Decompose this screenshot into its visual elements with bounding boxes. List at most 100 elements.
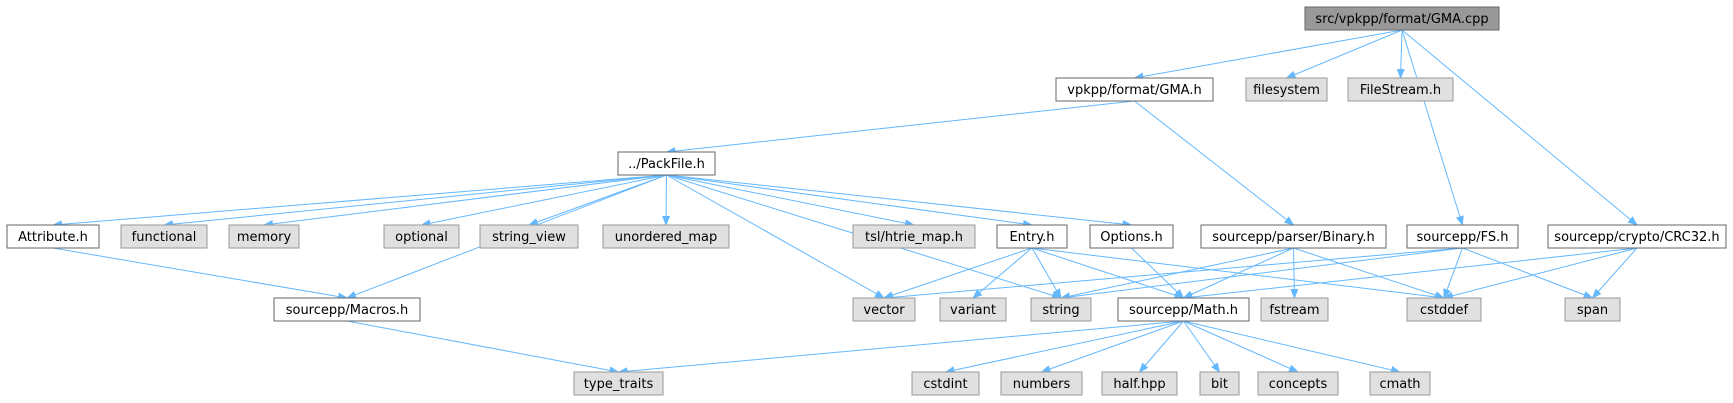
node-label: concepts (1269, 377, 1328, 392)
node-box (1260, 297, 1329, 322)
node-label: functional (132, 230, 197, 245)
node-gma-cpp[interactable]: src/vpkpp/format/GMA.cpp (1304, 6, 1500, 31)
node-cmath: cmath (1369, 371, 1431, 396)
edge-entry_h-to-string (1031, 247, 1062, 299)
node-label: sourcepp/Macros.h (286, 303, 409, 318)
edge-gma_cpp-to-filesystem (1285, 29, 1403, 79)
node-numbers: numbers (1000, 371, 1083, 396)
node-filestream-h: FileStream.h (1347, 77, 1454, 102)
node-box (1347, 77, 1454, 102)
node-label: Entry.h (1009, 230, 1054, 245)
edge-crc32_h-to-span (1591, 247, 1638, 299)
node-box (1369, 371, 1431, 396)
node-math-h[interactable]: sourcepp/Math.h (1117, 297, 1250, 322)
node-label: filesystem (1253, 83, 1320, 98)
node-label: sourcepp/Math.h (1129, 303, 1238, 318)
node-box (479, 224, 579, 249)
node-box (1055, 77, 1214, 102)
node-box (602, 224, 730, 249)
node-label: cmath (1379, 377, 1420, 392)
node-box (1304, 6, 1500, 31)
edge-gma_h-to-packfile_h (665, 100, 1135, 156)
node-attribute-h[interactable]: Attribute.h (6, 224, 100, 249)
node-options-h[interactable]: Options.h (1089, 224, 1174, 249)
edge-gma_h-to-binary_h (1134, 100, 1295, 226)
node-box (383, 224, 460, 249)
node-label: tsl/htrie_map.h (865, 230, 963, 245)
node-label: optional (395, 230, 448, 245)
edge-packfile_h-to-unordered_map (662, 174, 671, 226)
node-gma-h[interactable]: vpkpp/format/GMA.h (1055, 77, 1214, 102)
node-box (1101, 371, 1178, 396)
node-fs-h[interactable]: sourcepp/FS.h (1406, 224, 1519, 249)
node-label: vpkpp/format/GMA.h (1067, 83, 1201, 98)
node-box (120, 224, 208, 249)
node-box (852, 224, 976, 249)
node-box (1406, 297, 1482, 322)
node-box (1547, 224, 1727, 249)
edge-math_h-to-type_traits (617, 320, 1184, 376)
node-concepts: concepts (1257, 371, 1339, 396)
node-half-hpp: half.hpp (1101, 371, 1178, 396)
node-label: Options.h (1100, 230, 1163, 245)
node-span: span (1564, 297, 1621, 322)
edge-attribute_h-to-macros_h (52, 247, 348, 301)
edge-gma_cpp-to-filestream_h (1396, 29, 1405, 79)
node-binary-h[interactable]: sourcepp/parser/Binary.h (1200, 224, 1387, 249)
node-label: half.hpp (1113, 377, 1165, 392)
edge-entry_h-to-vector (883, 247, 1033, 299)
edge-binary_h-to-cstddef (1293, 247, 1445, 299)
edge-fs_h-to-string (1060, 247, 1463, 301)
node-label: span (1577, 303, 1608, 318)
node-label: src/vpkpp/format/GMA.cpp (1315, 12, 1488, 27)
node-label: ../PackFile.h (628, 157, 705, 172)
node-string-view: string_view (479, 224, 579, 249)
node-label: type_traits (584, 377, 654, 392)
node-crc32-h[interactable]: sourcepp/crypto/CRC32.h (1547, 224, 1727, 249)
node-box (911, 371, 980, 396)
node-box (273, 297, 421, 322)
node-label: cstdint (923, 377, 967, 392)
node-box (1117, 297, 1250, 322)
edge-macros_h-to-type_traits (346, 320, 620, 375)
edge-fs_h-to-vector (883, 247, 1463, 302)
edge-packfile_h-to-vector (666, 174, 885, 299)
edge-math_h-to-concepts (1183, 320, 1299, 373)
edge-math_h-to-numbers (1040, 320, 1184, 373)
node-box (1089, 224, 1174, 249)
edge-packfile_h-to-options_h (666, 174, 1133, 229)
node-filesystem: filesystem (1245, 77, 1328, 102)
edge-entry_h-to-math_h (1031, 247, 1185, 299)
node-label: numbers (1013, 377, 1071, 392)
node-label: variant (950, 303, 996, 318)
node-label: FileStream.h (1360, 83, 1441, 98)
edge-binary_h-to-fstream (1290, 247, 1299, 299)
node-box (1257, 371, 1339, 396)
node-string: string (1030, 297, 1092, 322)
edge-math_h-to-cmath (1183, 320, 1401, 374)
edge-binary_h-to-math_h (1182, 247, 1294, 299)
edge-packfile_h-to-functional (163, 174, 667, 229)
node-box (6, 224, 100, 249)
node-label: fstream (1269, 303, 1319, 318)
node-label: sourcepp/FS.h (1417, 230, 1509, 245)
node-memory: memory (228, 224, 300, 249)
node-label: sourcepp/parser/Binary.h (1212, 230, 1374, 245)
node-packfile-h[interactable]: ../PackFile.h (617, 151, 716, 176)
nodes-layer: src/vpkpp/format/GMA.cpp vpkpp/format/GMA… (6, 6, 1727, 396)
node-label: cstddef (1420, 303, 1469, 318)
node-cstdint: cstdint (911, 371, 980, 396)
node-entry-h[interactable]: Entry.h (996, 224, 1068, 249)
node-box (852, 297, 916, 322)
node-label: vector (863, 303, 905, 318)
node-box (939, 297, 1007, 322)
node-bit: bit (1199, 371, 1240, 396)
node-box (1000, 371, 1083, 396)
node-functional: functional (120, 224, 208, 249)
node-cstddef: cstddef (1406, 297, 1482, 322)
edge-packfile_h-to-memory (263, 174, 667, 228)
edge-gma_cpp-to-gma_h (1133, 29, 1403, 81)
node-macros-h[interactable]: sourcepp/Macros.h (273, 297, 421, 322)
edge-gma_cpp-to-crc32_h (1401, 29, 1638, 226)
node-unordered-map: unordered_map (602, 224, 730, 249)
